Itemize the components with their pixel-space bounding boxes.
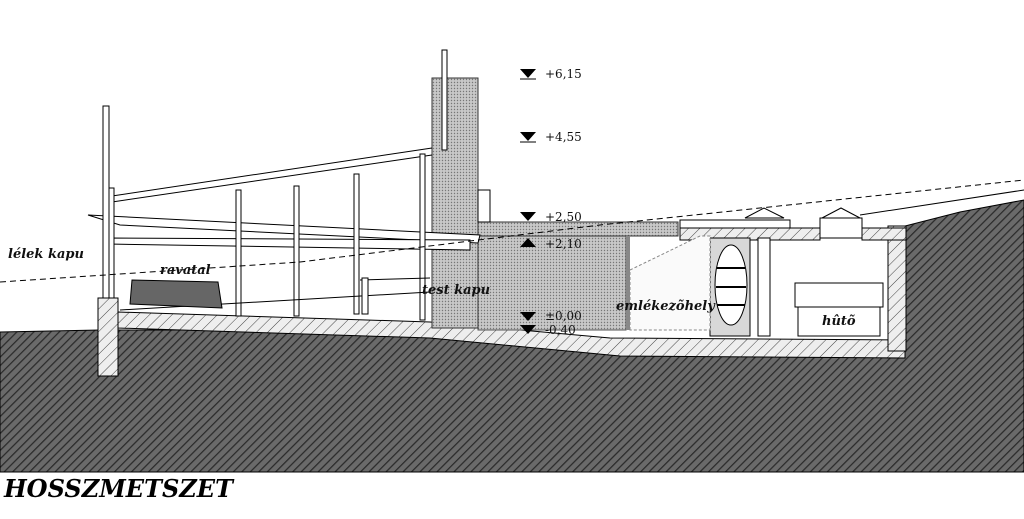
- level-label: +2,50: [545, 210, 582, 224]
- right-wall: [887, 225, 907, 352]
- level-markers: +6,15 +4,55 +2,50 +2,10 ±0,00 -0,40: [520, 67, 582, 337]
- level-label: +2,10: [545, 237, 582, 251]
- roof-slab-2: [861, 227, 907, 241]
- level-label: +6,15: [545, 67, 582, 81]
- urn-niche: [714, 244, 748, 326]
- tower: [431, 77, 479, 329]
- catafalque: [129, 279, 223, 309]
- level-label: -0,40: [545, 323, 576, 337]
- drawing-title: HOSSZMETSZET: [4, 474, 233, 503]
- tower-antenna: [441, 49, 448, 151]
- label-emlekezohely: emlékezõhely: [616, 299, 716, 314]
- cooler: [797, 301, 881, 337]
- label-lelek-kapu: lélek kapu: [8, 247, 84, 262]
- level-label: +4,55: [545, 130, 582, 144]
- label-huto: hûtõ: [822, 314, 856, 329]
- soul-gate-post: [97, 297, 119, 377]
- label-test-kapu: test kapu: [422, 283, 490, 298]
- level-label: ±0,00: [545, 309, 582, 323]
- label-ravatal: ravatal: [160, 263, 211, 278]
